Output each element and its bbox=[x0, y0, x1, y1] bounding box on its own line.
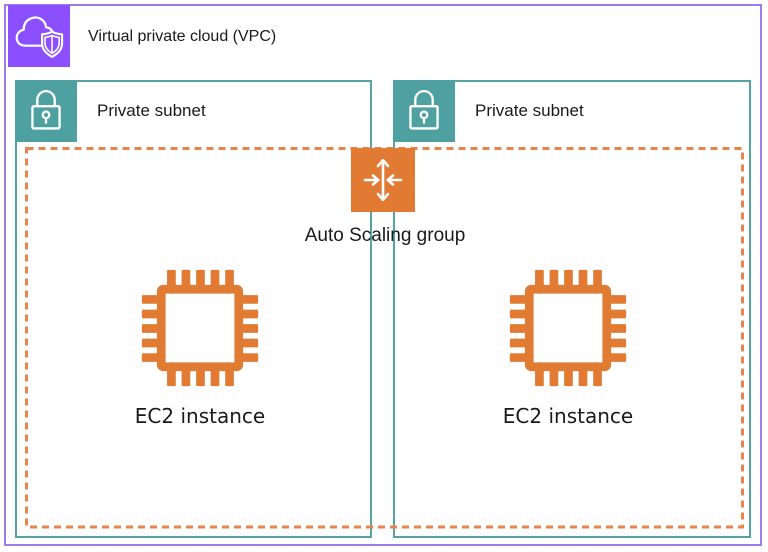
private-subnet-lock-icon-left bbox=[15, 80, 77, 142]
auto-scaling-group-label: Auto Scaling group bbox=[304, 225, 466, 246]
private-subnet-label-left: Private subnet bbox=[97, 101, 206, 120]
vpc-icon bbox=[8, 5, 70, 67]
private-subnet-label-right: Private subnet bbox=[475, 101, 584, 120]
ec2-instance-label-left: EC2 instance bbox=[134, 404, 266, 428]
vpc-group-box bbox=[4, 4, 762, 546]
auto-scaling-group-icon bbox=[351, 148, 415, 212]
private-subnet-lock-icon-right bbox=[393, 80, 455, 142]
vpc-label: Virtual private cloud (VPC) bbox=[88, 28, 277, 45]
ec2-instance-label-right: EC2 instance bbox=[502, 404, 634, 428]
ec2-instance-icon-right bbox=[506, 266, 630, 390]
ec2-instance-icon-left bbox=[138, 266, 262, 390]
